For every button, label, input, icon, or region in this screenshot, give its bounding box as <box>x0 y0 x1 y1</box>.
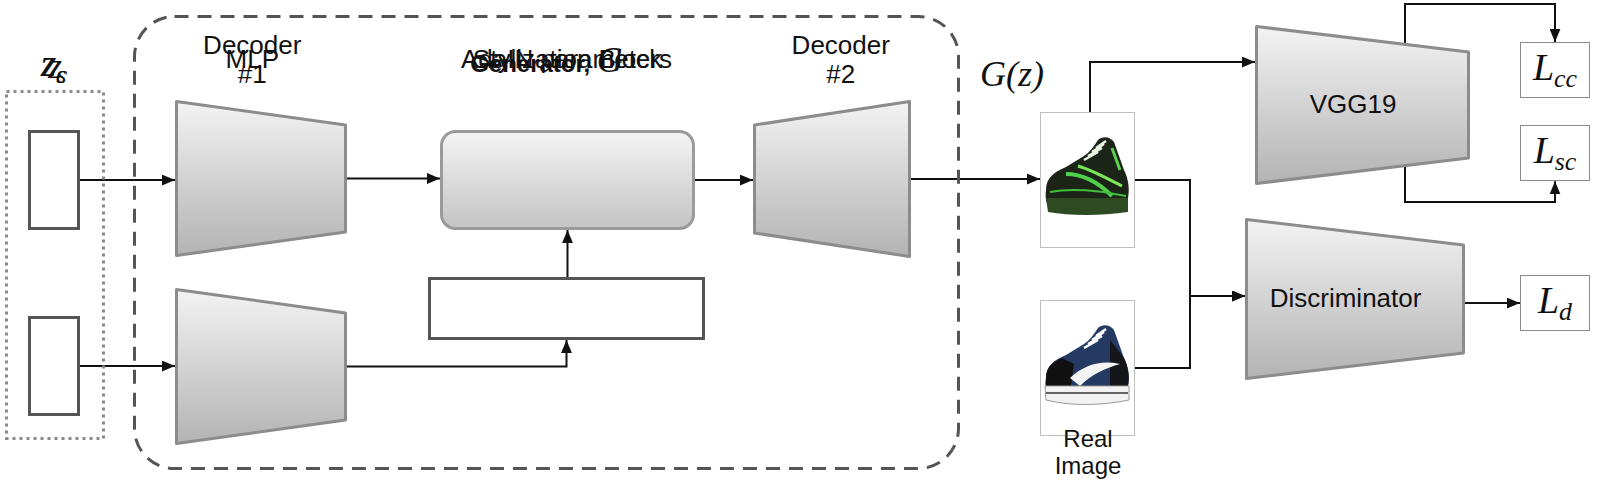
symbol-subscript: cc <box>1554 64 1577 93</box>
flow-arrow <box>911 178 1040 180</box>
flow-arrow <box>347 340 567 367</box>
generated-sneaker <box>1040 112 1135 248</box>
decoder-block-outline <box>175 100 347 257</box>
loss-box-label: Lcc <box>1533 46 1577 94</box>
generated-image-label: G(z) <box>980 54 1044 94</box>
latent-code-box: zc <box>28 130 80 230</box>
trapezoid-block <box>1257 27 1469 184</box>
mlp-block: MLP <box>175 288 347 445</box>
symbol-main: L <box>1538 279 1559 321</box>
loss-box-label: Lsc <box>1534 129 1577 177</box>
flow-arrow <box>80 179 175 181</box>
flow-arrow <box>1405 4 1555 45</box>
stylization-block: Stylization Block <box>440 130 695 230</box>
decoder-block: Decoder #2 <box>753 100 911 258</box>
symbol-subscript: d <box>1559 297 1572 326</box>
title-symbol: G <box>597 40 623 80</box>
real-sneaker <box>1040 300 1135 436</box>
flow-arrow <box>1465 302 1520 304</box>
discriminator-network: Discriminator <box>1245 218 1465 380</box>
loss-box: Ld <box>1520 275 1590 331</box>
flow-arrow <box>567 230 569 277</box>
latent-code-box: zs <box>28 316 80 416</box>
dashed-frame <box>135 17 959 469</box>
decoder-block-label: Decoder #2 <box>783 31 898 89</box>
discriminator-network-label: Discriminator <box>1270 284 1422 313</box>
trapezoid-block <box>755 102 910 257</box>
flow-arrow <box>695 179 753 181</box>
loss-box-label: Ld <box>1538 279 1572 327</box>
real-image-label: Real Image <box>1041 426 1136 480</box>
trapezoid-block <box>177 102 346 256</box>
symbol-main: L <box>1533 46 1554 88</box>
latent-group-label: z <box>48 46 62 86</box>
generator-group: Decoder #1 Stylization Block Decoder #2 MLP… <box>133 15 960 470</box>
rounded-block <box>442 132 694 229</box>
vgg-network-label: VGG19 <box>1310 90 1397 119</box>
loss-box: Lsc <box>1520 125 1590 181</box>
symbol-subscript: sc <box>1555 147 1577 176</box>
title-word: Generator, <box>470 50 597 77</box>
flow-arrow <box>1135 180 1245 296</box>
mlp-block-outline <box>175 288 347 445</box>
flow-arrow <box>1135 296 1245 368</box>
flow-arrow <box>347 178 440 180</box>
loss-box: Lcc <box>1520 42 1590 98</box>
vgg-network: VGG19 <box>1255 25 1470 185</box>
decoder-block-outline <box>753 100 911 258</box>
generated-image: G(z) <box>1040 112 1135 248</box>
flow-arrow <box>80 365 175 367</box>
flow-arrow <box>1090 62 1255 112</box>
trapezoid-block <box>1247 220 1464 379</box>
stylization-block-outline <box>440 130 695 230</box>
decoder-block: Decoder #1 <box>175 100 347 257</box>
trapezoid-block <box>177 290 346 444</box>
latent-group: zczsz <box>5 90 105 440</box>
adain-box: AdaIN parameters <box>428 277 705 340</box>
symbol-main: L <box>1534 129 1555 171</box>
dotted-frame <box>7 92 104 439</box>
real-image: Real Image <box>1040 300 1135 436</box>
generator-group-label: Generator, G <box>470 40 623 80</box>
mlp-block-label: MLP <box>226 45 279 74</box>
